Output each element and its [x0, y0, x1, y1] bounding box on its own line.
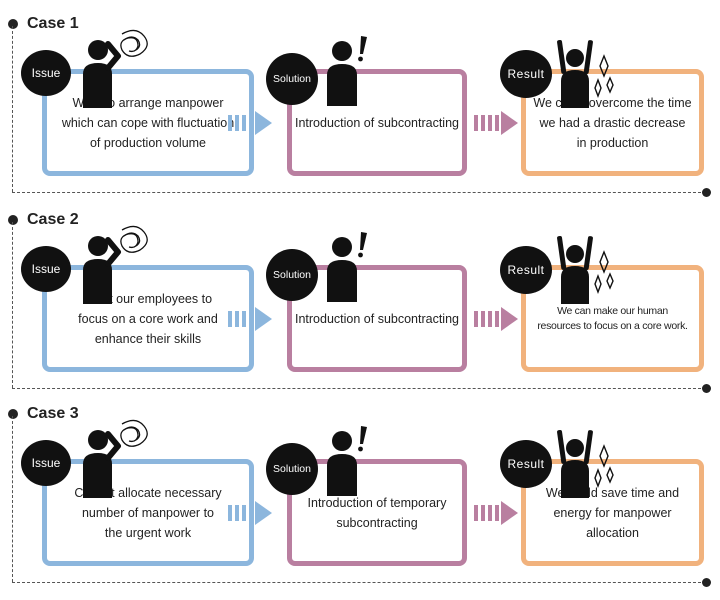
- issue-box: Want our employees to focus on a core wo…: [42, 265, 254, 372]
- idea-person-icon: [327, 426, 367, 496]
- result-badge: Result: [500, 440, 552, 488]
- case-divider: [12, 582, 706, 583]
- arrow-to-result-icon: [474, 501, 518, 525]
- solution-badge: Solution: [266, 53, 318, 105]
- timeline-end-dot: [702, 578, 711, 587]
- issue-badge: Issue: [21, 246, 71, 292]
- case-title: Case 3: [27, 405, 79, 422]
- case-1: Case 1 Want to arrange manpower which ca…: [0, 15, 720, 209]
- arrow-to-solution-icon: [228, 111, 272, 135]
- celebrating-person-icon: [557, 39, 614, 108]
- timeline-dot: [8, 409, 18, 419]
- case-2: Case 2 Want our employees to focus on a …: [0, 211, 720, 405]
- case-title: Case 1: [27, 15, 79, 32]
- worried-person-icon: [83, 419, 148, 498]
- worried-person-icon: [83, 225, 148, 304]
- solution-box: Introduction of subcontracting: [287, 69, 467, 176]
- case-divider: [12, 388, 706, 389]
- timeline-dot: [8, 19, 18, 29]
- result-badge: Result: [500, 50, 552, 98]
- idea-person-icon: [327, 232, 367, 302]
- solution-box: Introduction of subcontracting: [287, 265, 467, 372]
- result-text: We could overcome the time we had a dras…: [533, 95, 692, 150]
- solution-text: Introduction of temporary subcontracting: [307, 495, 447, 530]
- result-box: We could overcome the time we had a dras…: [521, 69, 704, 176]
- celebrating-person-icon: [557, 235, 614, 304]
- timeline-dot: [8, 215, 18, 225]
- worried-person-icon: [83, 29, 148, 108]
- result-badge: Result: [500, 246, 552, 294]
- result-text: We could save time and energy for manpow…: [545, 485, 680, 540]
- case-3: Case 3 Cannot allocate necessary number …: [0, 405, 720, 599]
- timeline-end-dot: [702, 188, 711, 197]
- solution-badge: Solution: [266, 443, 318, 495]
- issue-badge: Issue: [21, 440, 71, 486]
- solution-text: Introduction of subcontracting: [295, 115, 459, 130]
- issue-badge: Issue: [21, 50, 71, 96]
- issue-box: Cannot allocate necessary number of manp…: [42, 459, 254, 566]
- solution-badge: Solution: [266, 249, 318, 301]
- case-divider: [12, 192, 706, 193]
- arrow-to-result-icon: [474, 307, 518, 331]
- timeline-line: [12, 416, 13, 582]
- solution-box: Introduction of temporary subcontracting: [287, 459, 467, 566]
- arrow-to-solution-icon: [228, 307, 272, 331]
- timeline-end-dot: [702, 384, 711, 393]
- arrow-to-result-icon: [474, 111, 518, 135]
- arrow-to-solution-icon: [228, 501, 272, 525]
- idea-person-icon: [327, 36, 367, 106]
- timeline-line: [12, 222, 13, 388]
- result-text: We can make our human resources to focus…: [537, 304, 688, 332]
- result-box: We could save time and energy for manpow…: [521, 459, 704, 566]
- celebrating-person-icon: [557, 429, 614, 498]
- solution-text: Introduction of subcontracting: [295, 311, 459, 326]
- timeline-line: [12, 26, 13, 192]
- case-title: Case 2: [27, 211, 79, 228]
